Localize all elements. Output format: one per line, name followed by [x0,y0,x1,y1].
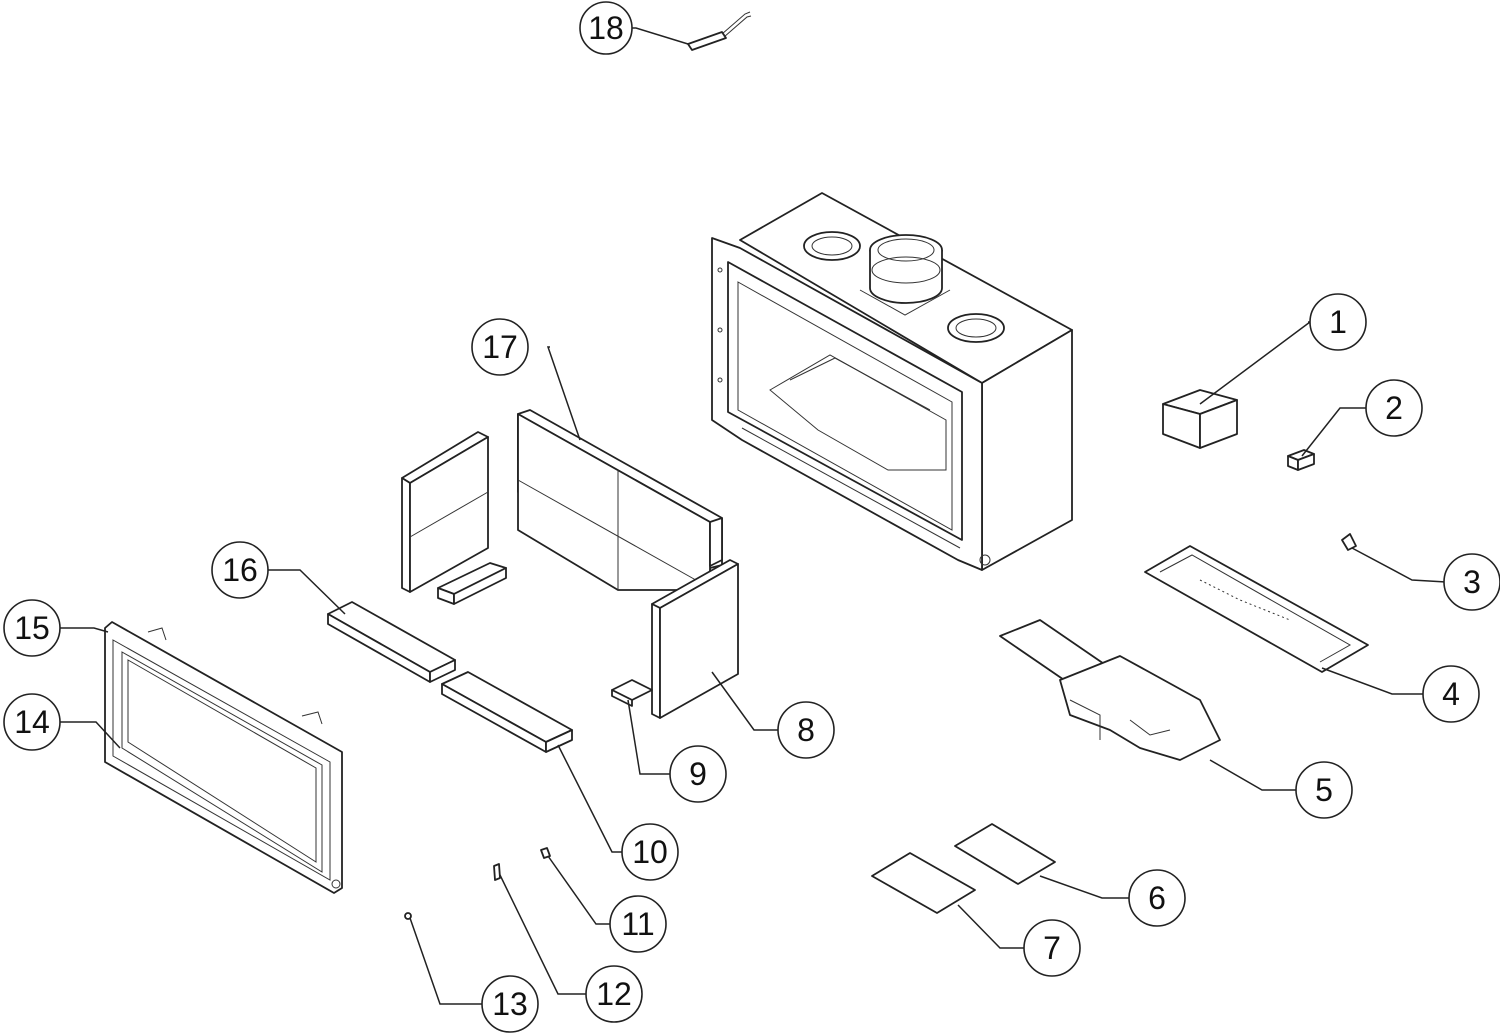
part-12-clip [493,863,501,881]
firebox-body [711,192,1073,571]
part-17-rear-panel [517,409,723,601]
callout-10: 10 [621,823,679,881]
part-5-valve-assembly [999,619,1221,761]
part-16-floor-brick [327,601,456,683]
callout-13: 13 [481,975,539,1033]
callout-5: 5 [1295,761,1353,819]
callout-8-label: 8 [797,712,815,748]
callout-6: 6 [1128,869,1186,927]
part-18-probe [687,11,752,51]
callout-1-label: 1 [1329,304,1347,340]
callout-14-label: 14 [14,704,50,740]
part-8-right-panel [651,559,739,719]
part-14-15-glass-door [104,621,343,894]
callout-12: 12 [585,965,643,1023]
callout-11: 11 [609,895,667,953]
callout-3: 3 [1443,553,1500,611]
callout-2: 2 [1365,379,1423,437]
callout-5-label: 5 [1315,772,1333,808]
callout-17: 17 [471,318,529,376]
callout-2-label: 2 [1385,390,1403,426]
part-4-burner-plate [1144,545,1369,673]
small-brick [437,562,507,605]
callout-9: 9 [669,745,727,803]
callout-10-label: 10 [632,834,668,870]
part-2-block [1287,449,1315,471]
callout-16-label: 16 [222,552,258,588]
callout-3-label: 3 [1463,564,1481,600]
part-1-box [1162,389,1238,449]
callout-4-label: 4 [1442,676,1460,712]
part-11-clip [540,847,551,859]
callout-1: 1 [1309,293,1367,351]
callout-7: 7 [1023,919,1081,977]
part-6-sheet [954,823,1056,885]
callout-9-label: 9 [689,756,707,792]
callout-15: 15 [3,599,61,657]
callout-16: 16 [211,541,269,599]
callout-13-label: 13 [492,986,528,1022]
callout-15-label: 15 [14,610,50,646]
callout-12-label: 12 [596,976,632,1012]
callout-18-label: 18 [588,10,624,46]
callout-17-label: 17 [482,329,518,365]
callout-8: 8 [777,701,835,759]
part-13-screw [404,912,412,920]
part-3-clip [1341,533,1357,551]
callout-11-label: 11 [621,906,654,942]
callout-18: 18 [579,1,633,55]
part-10-floor-brick [441,671,573,753]
callout-7-label: 7 [1043,930,1061,966]
part-9-brick [611,679,653,707]
left-side-panel [401,431,489,593]
part-7-sheet [871,852,976,914]
callout-4: 4 [1422,665,1480,723]
callout-14: 14 [3,693,61,751]
leader-lines [58,27,1447,1005]
callout-6-label: 6 [1148,880,1166,916]
